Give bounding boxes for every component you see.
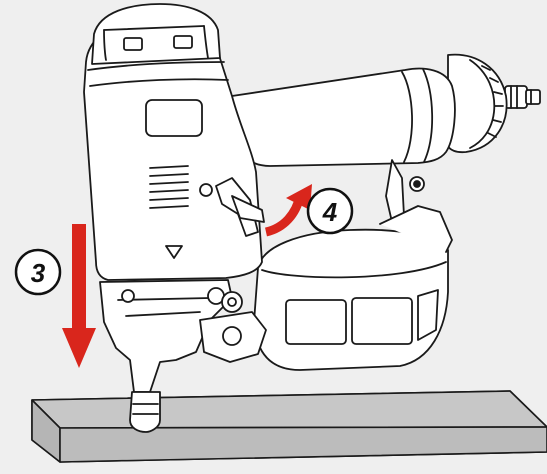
step-badge-release: 4 <box>306 187 354 235</box>
release-curved-arrow <box>264 184 312 237</box>
step-number-press: 3 <box>31 258 46 288</box>
step-badge-circle <box>14 248 62 296</box>
step-badge-circle <box>306 187 354 235</box>
body-label-window <box>145 99 203 137</box>
triangle-marker-icon <box>165 245 183 259</box>
press-down-arrow <box>62 224 96 368</box>
board-front <box>59 426 547 463</box>
step-number-release: 4 <box>322 197 338 227</box>
top-cap <box>91 3 221 65</box>
release-arrow-head <box>286 184 312 210</box>
coil-nailer-icon <box>83 3 541 433</box>
air-fitting <box>504 85 541 109</box>
magazine-window-left <box>285 299 347 345</box>
press-arrow-head <box>62 328 96 368</box>
step-badge-press: 3 <box>14 248 62 296</box>
vent-slots <box>149 165 189 209</box>
rear-cap <box>447 53 508 154</box>
wood-board-icon <box>31 390 547 463</box>
contact-tip <box>129 391 161 433</box>
coil-magazine <box>253 205 453 371</box>
magazine-window-right <box>351 297 413 345</box>
trigger <box>199 177 265 237</box>
press-arrow-shaft <box>72 224 86 330</box>
